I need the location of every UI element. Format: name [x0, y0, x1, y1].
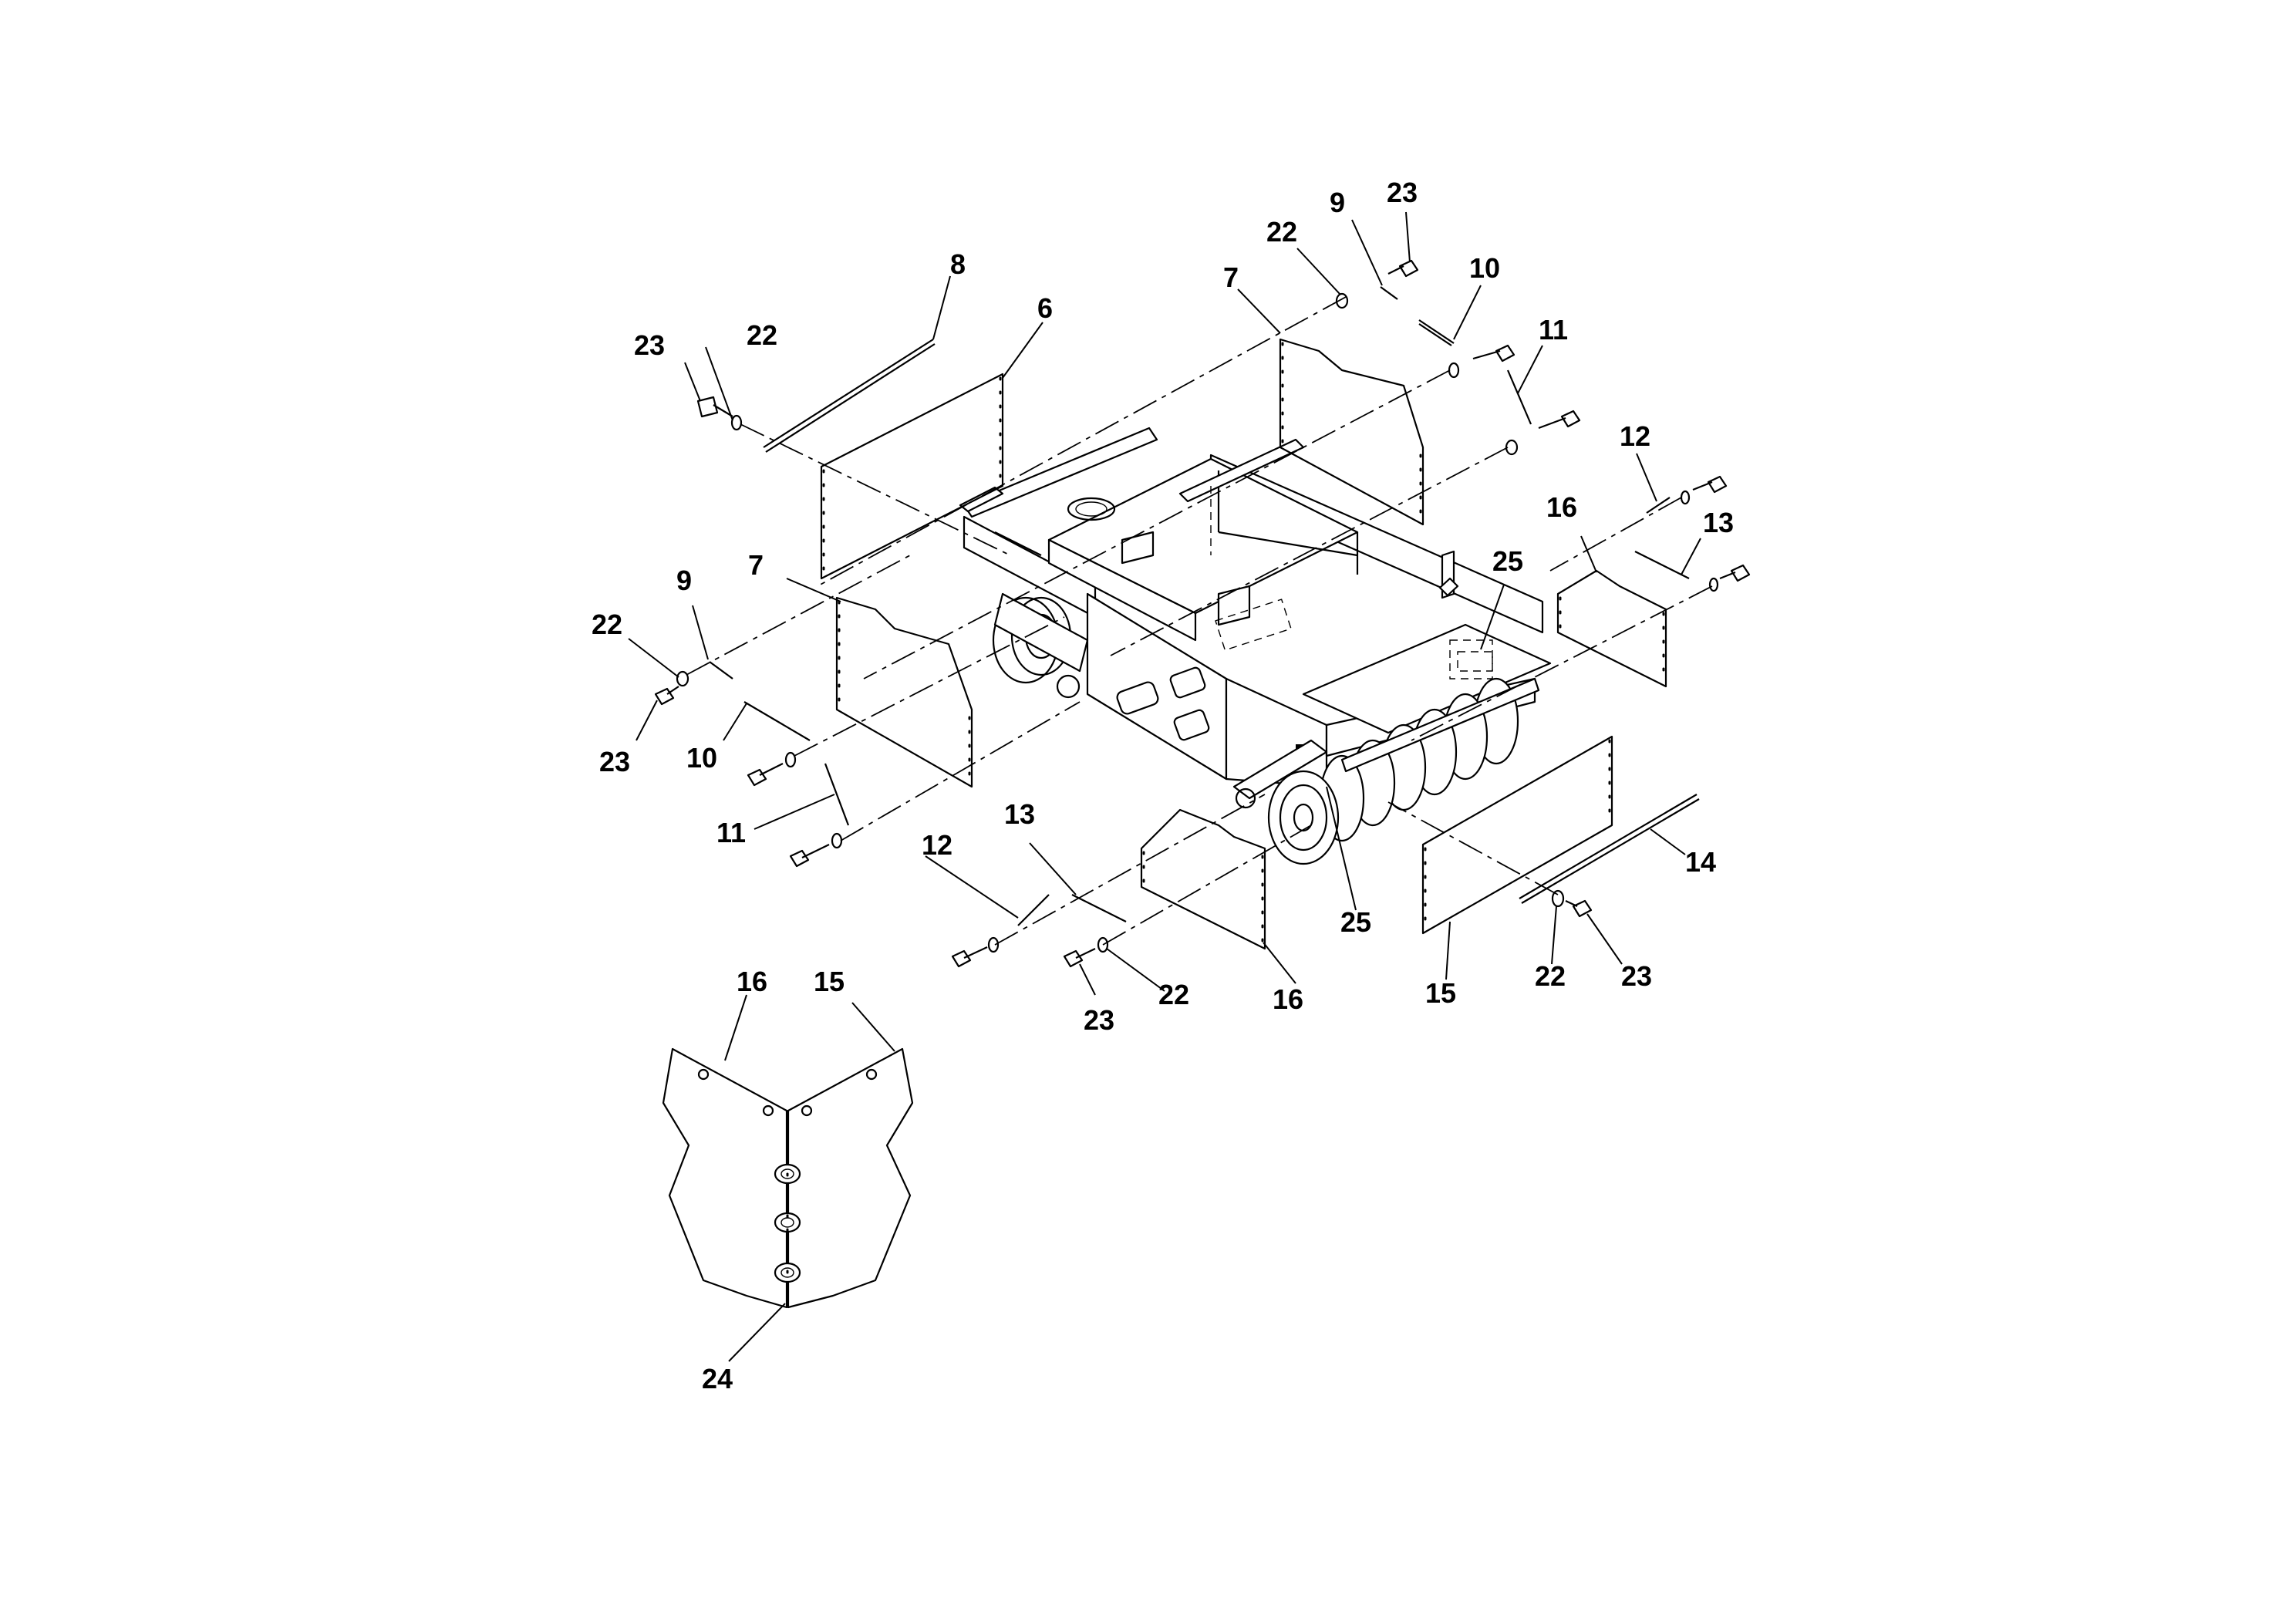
panel-6 [820, 373, 1004, 580]
assembly-lines [686, 296, 1713, 946]
callout-8: 8 [950, 248, 966, 280]
callout-14: 14 [1685, 846, 1716, 878]
leader-lines [628, 211, 1701, 1362]
panels [709, 286, 1700, 950]
callout-7-upper: 7 [1223, 261, 1239, 293]
callout-25-lower: 25 [1340, 906, 1371, 938]
callout-9-top: 9 [1330, 187, 1345, 218]
callouts: 8 6 7 22 9 23 10 11 12 16 13 25 23 22 7 … [592, 177, 1734, 1394]
bolt-23-icon [696, 396, 719, 418]
callout-15-detail: 15 [814, 966, 845, 997]
callout-16-lower: 16 [1273, 983, 1303, 1015]
fasteners [654, 259, 1751, 968]
strip-8 [763, 339, 934, 448]
callout-22-left: 22 [592, 609, 622, 640]
panel-7-lower [835, 596, 973, 788]
callout-13-right: 13 [1703, 507, 1734, 538]
callout-22-upper-left: 22 [747, 319, 777, 351]
callout-16-right: 16 [1546, 491, 1577, 523]
callout-16-detail: 16 [737, 966, 767, 997]
machine-frame [959, 427, 1552, 865]
callout-23-lower-right: 23 [1621, 960, 1652, 992]
callout-22-lower-left: 22 [1158, 979, 1189, 1010]
callout-25-right: 25 [1492, 545, 1523, 577]
callout-11-top: 11 [1539, 314, 1568, 346]
callout-23-top: 23 [1387, 177, 1418, 208]
callout-13-lower: 13 [1004, 798, 1035, 830]
callout-9-left: 9 [676, 565, 692, 596]
strip-14 [1519, 794, 1698, 899]
callout-7-lower: 7 [748, 549, 764, 581]
callout-12-lower: 12 [922, 829, 952, 861]
callout-24: 24 [702, 1363, 733, 1394]
washer-22-icon [730, 414, 743, 431]
callout-22-lower-right: 22 [1535, 960, 1566, 992]
callout-11-left: 11 [716, 817, 746, 848]
panel-7-upper [1279, 338, 1424, 526]
detail-view-15-16 [662, 1047, 914, 1309]
panel-15 [1421, 735, 1613, 935]
panel-16-lower [1140, 808, 1266, 950]
callout-12-right: 12 [1620, 420, 1650, 452]
callout-22-top: 22 [1266, 216, 1297, 248]
callout-23-upper-left: 23 [634, 329, 665, 361]
callout-6: 6 [1037, 292, 1053, 324]
callout-23-lower-left: 23 [1084, 1004, 1114, 1036]
callout-10-left: 10 [686, 742, 717, 774]
callout-23-left: 23 [599, 746, 630, 777]
callout-10-top: 10 [1469, 252, 1500, 284]
callout-15-lower: 15 [1425, 977, 1456, 1009]
panel-16-right [1556, 569, 1667, 688]
